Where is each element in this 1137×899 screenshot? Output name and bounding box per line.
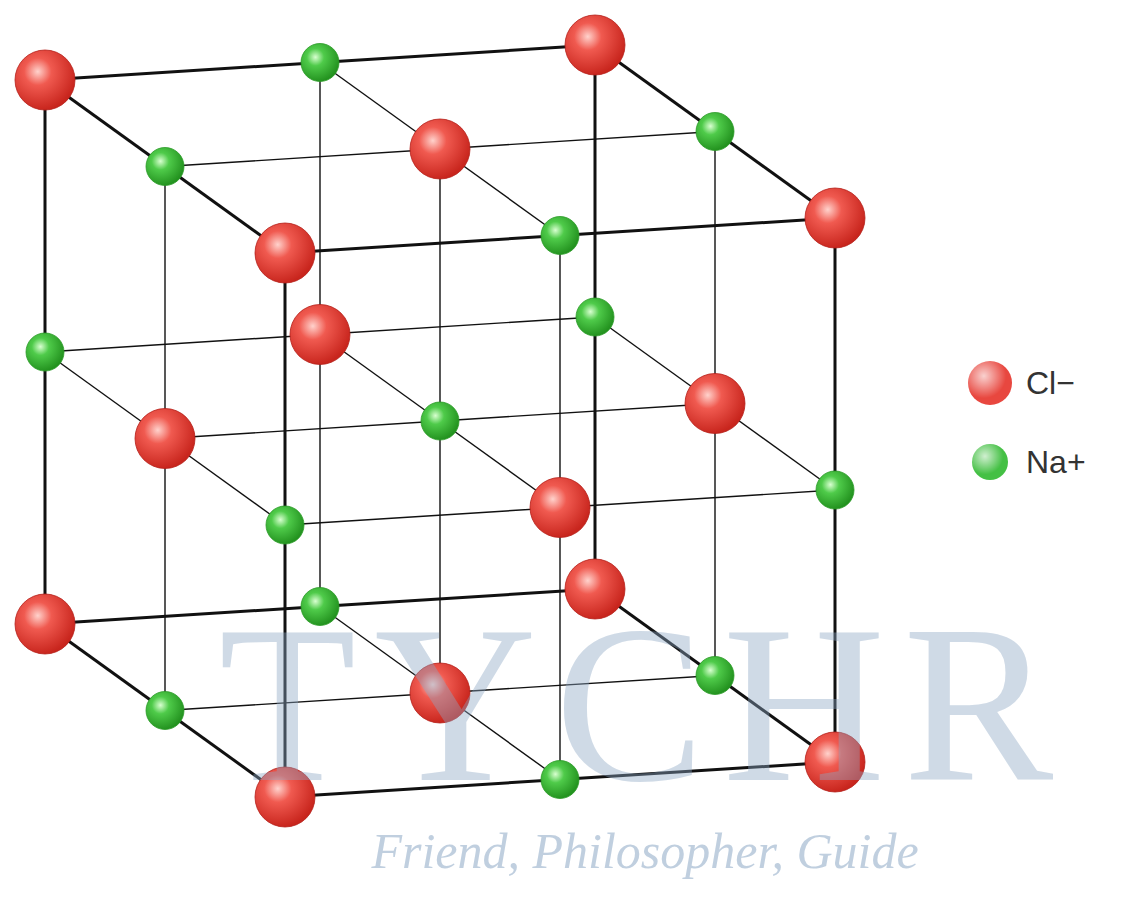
lattice-bond <box>164 167 165 439</box>
lattice-bond <box>45 335 320 353</box>
sodium-ion <box>26 333 64 371</box>
lattice-bond <box>45 63 320 81</box>
lattice-bond <box>439 149 440 421</box>
lattice-bond <box>44 80 47 352</box>
lattice-bond <box>560 218 835 236</box>
lattice-bond <box>834 218 837 490</box>
lattice-bond <box>440 404 715 422</box>
chloride-ion <box>135 409 195 469</box>
lattice-bond <box>44 352 47 624</box>
lattice-bond <box>284 253 287 525</box>
lattice-bond <box>714 132 715 404</box>
sodium-ion <box>421 402 459 440</box>
sodium-ion <box>146 148 184 186</box>
legend-swatch <box>968 361 1012 405</box>
lattice-bond <box>559 236 560 508</box>
lattice-bond <box>560 490 835 508</box>
lattice-bond <box>164 439 165 711</box>
watermark-motto: Friend, Philosopher, Guide <box>371 826 918 876</box>
lattice-bond <box>165 149 440 167</box>
legend-swatch <box>972 444 1008 480</box>
chloride-ion <box>565 15 625 75</box>
legend-entry: Cl− <box>968 361 1075 405</box>
sodium-ion <box>146 692 184 730</box>
lattice-bond <box>165 421 440 439</box>
chloride-ion <box>15 594 75 654</box>
legend-entry: Na+ <box>968 444 1086 481</box>
lattice-bond <box>440 132 715 150</box>
sodium-ion <box>541 217 579 255</box>
watermark-logo: TYCHR <box>219 592 1072 817</box>
legend-text: Na+ <box>1026 444 1086 481</box>
chloride-ion <box>15 50 75 110</box>
sodium-ion <box>696 113 734 151</box>
chloride-ion <box>805 188 865 248</box>
chloride-ion <box>290 305 350 365</box>
lattice-bond <box>320 45 595 63</box>
lattice-bond <box>594 45 597 317</box>
sodium-ion <box>266 506 304 544</box>
chloride-ion <box>255 223 315 283</box>
legend-text: Cl− <box>1026 365 1075 402</box>
chloride-ion <box>685 374 745 434</box>
chloride-ion <box>530 478 590 538</box>
lattice-bond <box>319 63 320 335</box>
sodium-ion <box>816 471 854 509</box>
lattice-bond <box>285 508 560 526</box>
lattice-bond <box>285 236 560 254</box>
chloride-ion <box>410 119 470 179</box>
lattice-bond <box>320 317 595 335</box>
lattice-bond <box>594 317 597 589</box>
sodium-ion <box>301 44 339 82</box>
sodium-ion <box>576 298 614 336</box>
lattice-bond <box>319 335 320 607</box>
